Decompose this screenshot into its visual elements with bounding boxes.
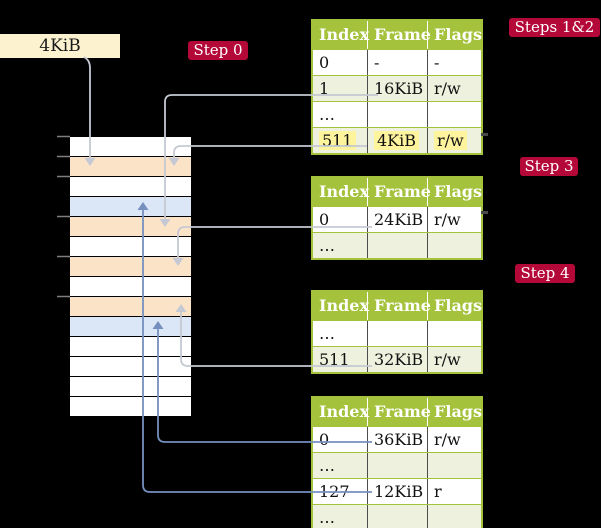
- memory-frame-row-3: [70, 197, 191, 217]
- column-header-index: Index: [319, 182, 370, 201]
- index-cell: …: [319, 105, 335, 124]
- column-header-frame: Frame: [367, 21, 431, 49]
- flags-cell: r/w: [427, 347, 481, 372]
- column-header-frame: Frame: [367, 292, 431, 320]
- step-4-badge: Step 4: [515, 264, 575, 283]
- highlighted-value: 511: [319, 131, 356, 150]
- column-header-flags: Flags: [427, 178, 482, 206]
- memory-frame-row-9: [70, 317, 191, 337]
- table-row-3: 511 4KiB r/w: [313, 127, 481, 153]
- step-0-badge: Step 0: [188, 41, 248, 60]
- memory-frame-row-1: [70, 157, 191, 177]
- index-cell: 1: [319, 79, 330, 98]
- physical-memory-column: [70, 136, 191, 418]
- flags-cell: r/w: [427, 427, 481, 452]
- highlighted-value: 4KiB: [374, 131, 420, 150]
- memory-frame-row-4: [70, 217, 191, 237]
- table-row-2: …: [313, 101, 481, 127]
- memory-frame-row-0: [70, 137, 191, 157]
- table-row-0: 0 --: [313, 49, 481, 75]
- memory-frame-row-8: [70, 297, 191, 317]
- index-cell: …: [319, 508, 335, 527]
- flags-cell: r: [427, 479, 481, 504]
- memory-frame-row-12: [70, 377, 191, 397]
- flags-cell: [427, 321, 481, 346]
- steps-1-2-badge: Steps 1&2: [509, 18, 600, 37]
- memory-frame-row-13: [70, 397, 191, 417]
- flags-cell: -: [427, 50, 481, 75]
- step-3-badge: Step 3: [520, 157, 578, 176]
- index-cell: 0: [319, 53, 330, 72]
- frame-size-label: 4KiB: [0, 34, 120, 58]
- index-cell: 127: [319, 482, 350, 501]
- highlighted-value: r/w: [434, 131, 467, 150]
- frame-cell: 4KiB: [367, 128, 427, 153]
- table-row-1: …: [313, 232, 481, 258]
- frame-cell: 16KiB: [367, 76, 427, 101]
- memory-frame-row-11: [70, 357, 191, 377]
- flags-cell: [427, 453, 481, 478]
- flags-cell: [427, 505, 481, 528]
- column-header-flags: Flags: [427, 292, 482, 320]
- flags-cell: [427, 102, 481, 127]
- frame-cell: [367, 321, 427, 346]
- frame-cell: [367, 453, 427, 478]
- memory-frame-row-7: [70, 277, 191, 297]
- index-cell: …: [319, 324, 335, 343]
- index-cell: 0: [319, 430, 330, 449]
- memory-frame-row-2: [70, 177, 191, 197]
- memory-frame-row-6: [70, 257, 191, 277]
- flags-cell: r/w: [427, 207, 481, 232]
- column-header-index: Index: [319, 402, 370, 421]
- frame-cell: 32KiB: [367, 347, 427, 372]
- flags-cell: r/w: [427, 128, 481, 153]
- frame-cell: [367, 102, 427, 127]
- flags-cell: r/w: [427, 76, 481, 101]
- table-row-3: …: [313, 504, 481, 528]
- index-cell: 511: [313, 128, 367, 153]
- column-header-flags: Flags: [427, 398, 482, 426]
- frame-cell: 36KiB: [367, 427, 427, 452]
- memory-frame-row-10: [70, 337, 191, 357]
- index-cell: 511: [319, 350, 350, 369]
- column-header-index: Index: [319, 25, 370, 44]
- frame-cell: [367, 505, 427, 528]
- column-header-frame: Frame: [367, 178, 431, 206]
- flags-cell: [427, 233, 481, 258]
- memory-frame-row-5: [70, 237, 191, 257]
- memory-address-ticks: [57, 135, 70, 298]
- column-header-flags: Flags: [427, 21, 482, 49]
- index-cell: …: [319, 456, 335, 475]
- table-row-0: …: [313, 320, 481, 346]
- index-cell: 0: [319, 210, 330, 229]
- column-header-frame: Frame: [367, 398, 431, 426]
- frame-cell: 24KiB: [367, 207, 427, 232]
- frame-cell: 12KiB: [367, 479, 427, 504]
- column-header-index: Index: [319, 296, 370, 315]
- table-row-1: …: [313, 452, 481, 478]
- frame-cell: -: [367, 50, 427, 75]
- frame-cell: [367, 233, 427, 258]
- index-cell: …: [319, 236, 335, 255]
